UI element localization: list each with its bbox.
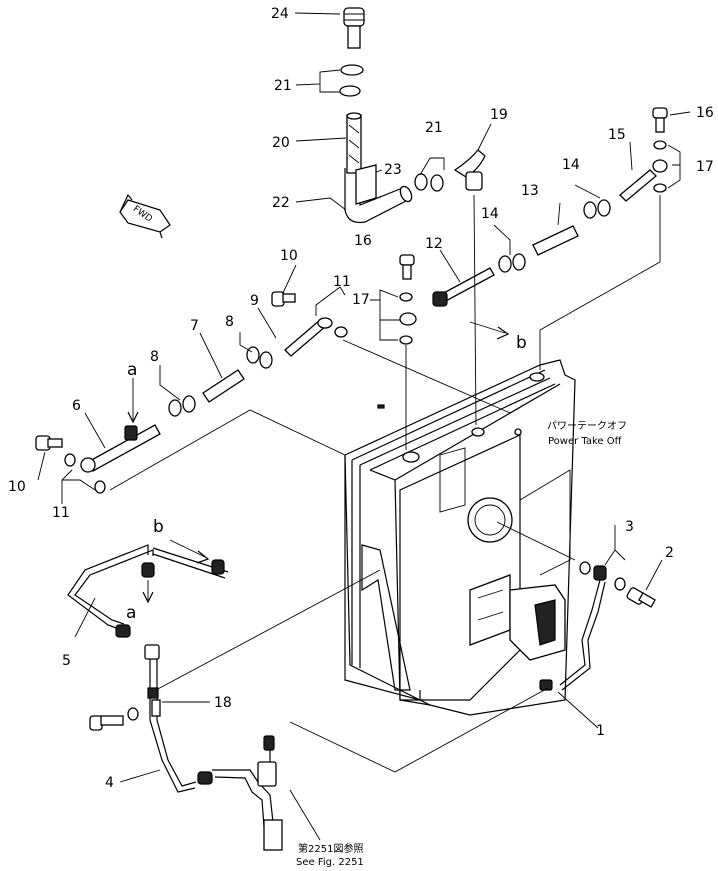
callout-16: 16: [696, 105, 714, 121]
callout-11: 11: [52, 505, 70, 521]
see-fig-label-english: See Fig. 2251: [296, 857, 364, 868]
callout-22: 22: [272, 195, 290, 211]
callout-10: 10: [280, 248, 298, 264]
callout-7: 7: [190, 318, 199, 334]
callout-16: 16: [354, 233, 372, 249]
callout-5: 5: [62, 653, 71, 669]
connection-a: a: [127, 360, 137, 380]
lower-line-assembly: [67, 544, 283, 851]
callout-13: 13: [521, 183, 539, 199]
callout-21: 21: [274, 78, 292, 94]
callout-8: 8: [225, 314, 234, 330]
callout-20: 20: [272, 135, 290, 151]
callout-1: 1: [596, 723, 605, 739]
annotations: パワーテークオフ Power Take Off 第2251図参照 See Fig…: [296, 420, 627, 868]
connection-b: b: [153, 517, 164, 537]
connection-b: b: [516, 333, 527, 353]
callout-10: 10: [8, 479, 26, 495]
callout-17: 17: [352, 292, 370, 308]
callout-17: 17: [696, 159, 714, 175]
leader-lines: [37, 12, 691, 841]
fwd-direction-badge: FWD: [119, 193, 171, 239]
callout-14: 14: [562, 157, 580, 173]
pto-label-japanese: パワーテークオフ: [547, 420, 627, 432]
filler-assembly: [339, 7, 486, 224]
callout-9: 9: [250, 293, 259, 309]
left-hose-assembly: [35, 291, 348, 494]
connection-letters: a b b a: [126, 333, 527, 623]
pto-line-assembly: [539, 561, 656, 691]
callout-11: 11: [333, 274, 351, 290]
callout-6: 6: [72, 398, 81, 414]
callout-4: 4: [105, 775, 114, 791]
callout-24: 24: [271, 6, 289, 22]
callout-numbers: 24 21 20 23 22 21 19 16 15 17 14 13 14 1…: [8, 6, 714, 791]
callout-3: 3: [625, 519, 634, 535]
callout-19: 19: [490, 107, 508, 123]
callout-14: 14: [481, 206, 499, 222]
callout-2: 2: [665, 545, 674, 561]
connection-a: a: [126, 603, 136, 623]
pto-label-english: Power Take Off: [548, 436, 623, 447]
callout-12: 12: [425, 236, 443, 252]
callout-23: 23: [384, 162, 402, 178]
callout-21: 21: [425, 120, 443, 136]
transmission-housing: [344, 359, 576, 716]
right-hose-assembly: [399, 107, 668, 345]
callout-15: 15: [608, 127, 626, 143]
callout-18: 18: [214, 695, 232, 711]
callout-8: 8: [150, 349, 159, 365]
see-fig-label-japanese: 第2251図参照: [298, 842, 363, 855]
